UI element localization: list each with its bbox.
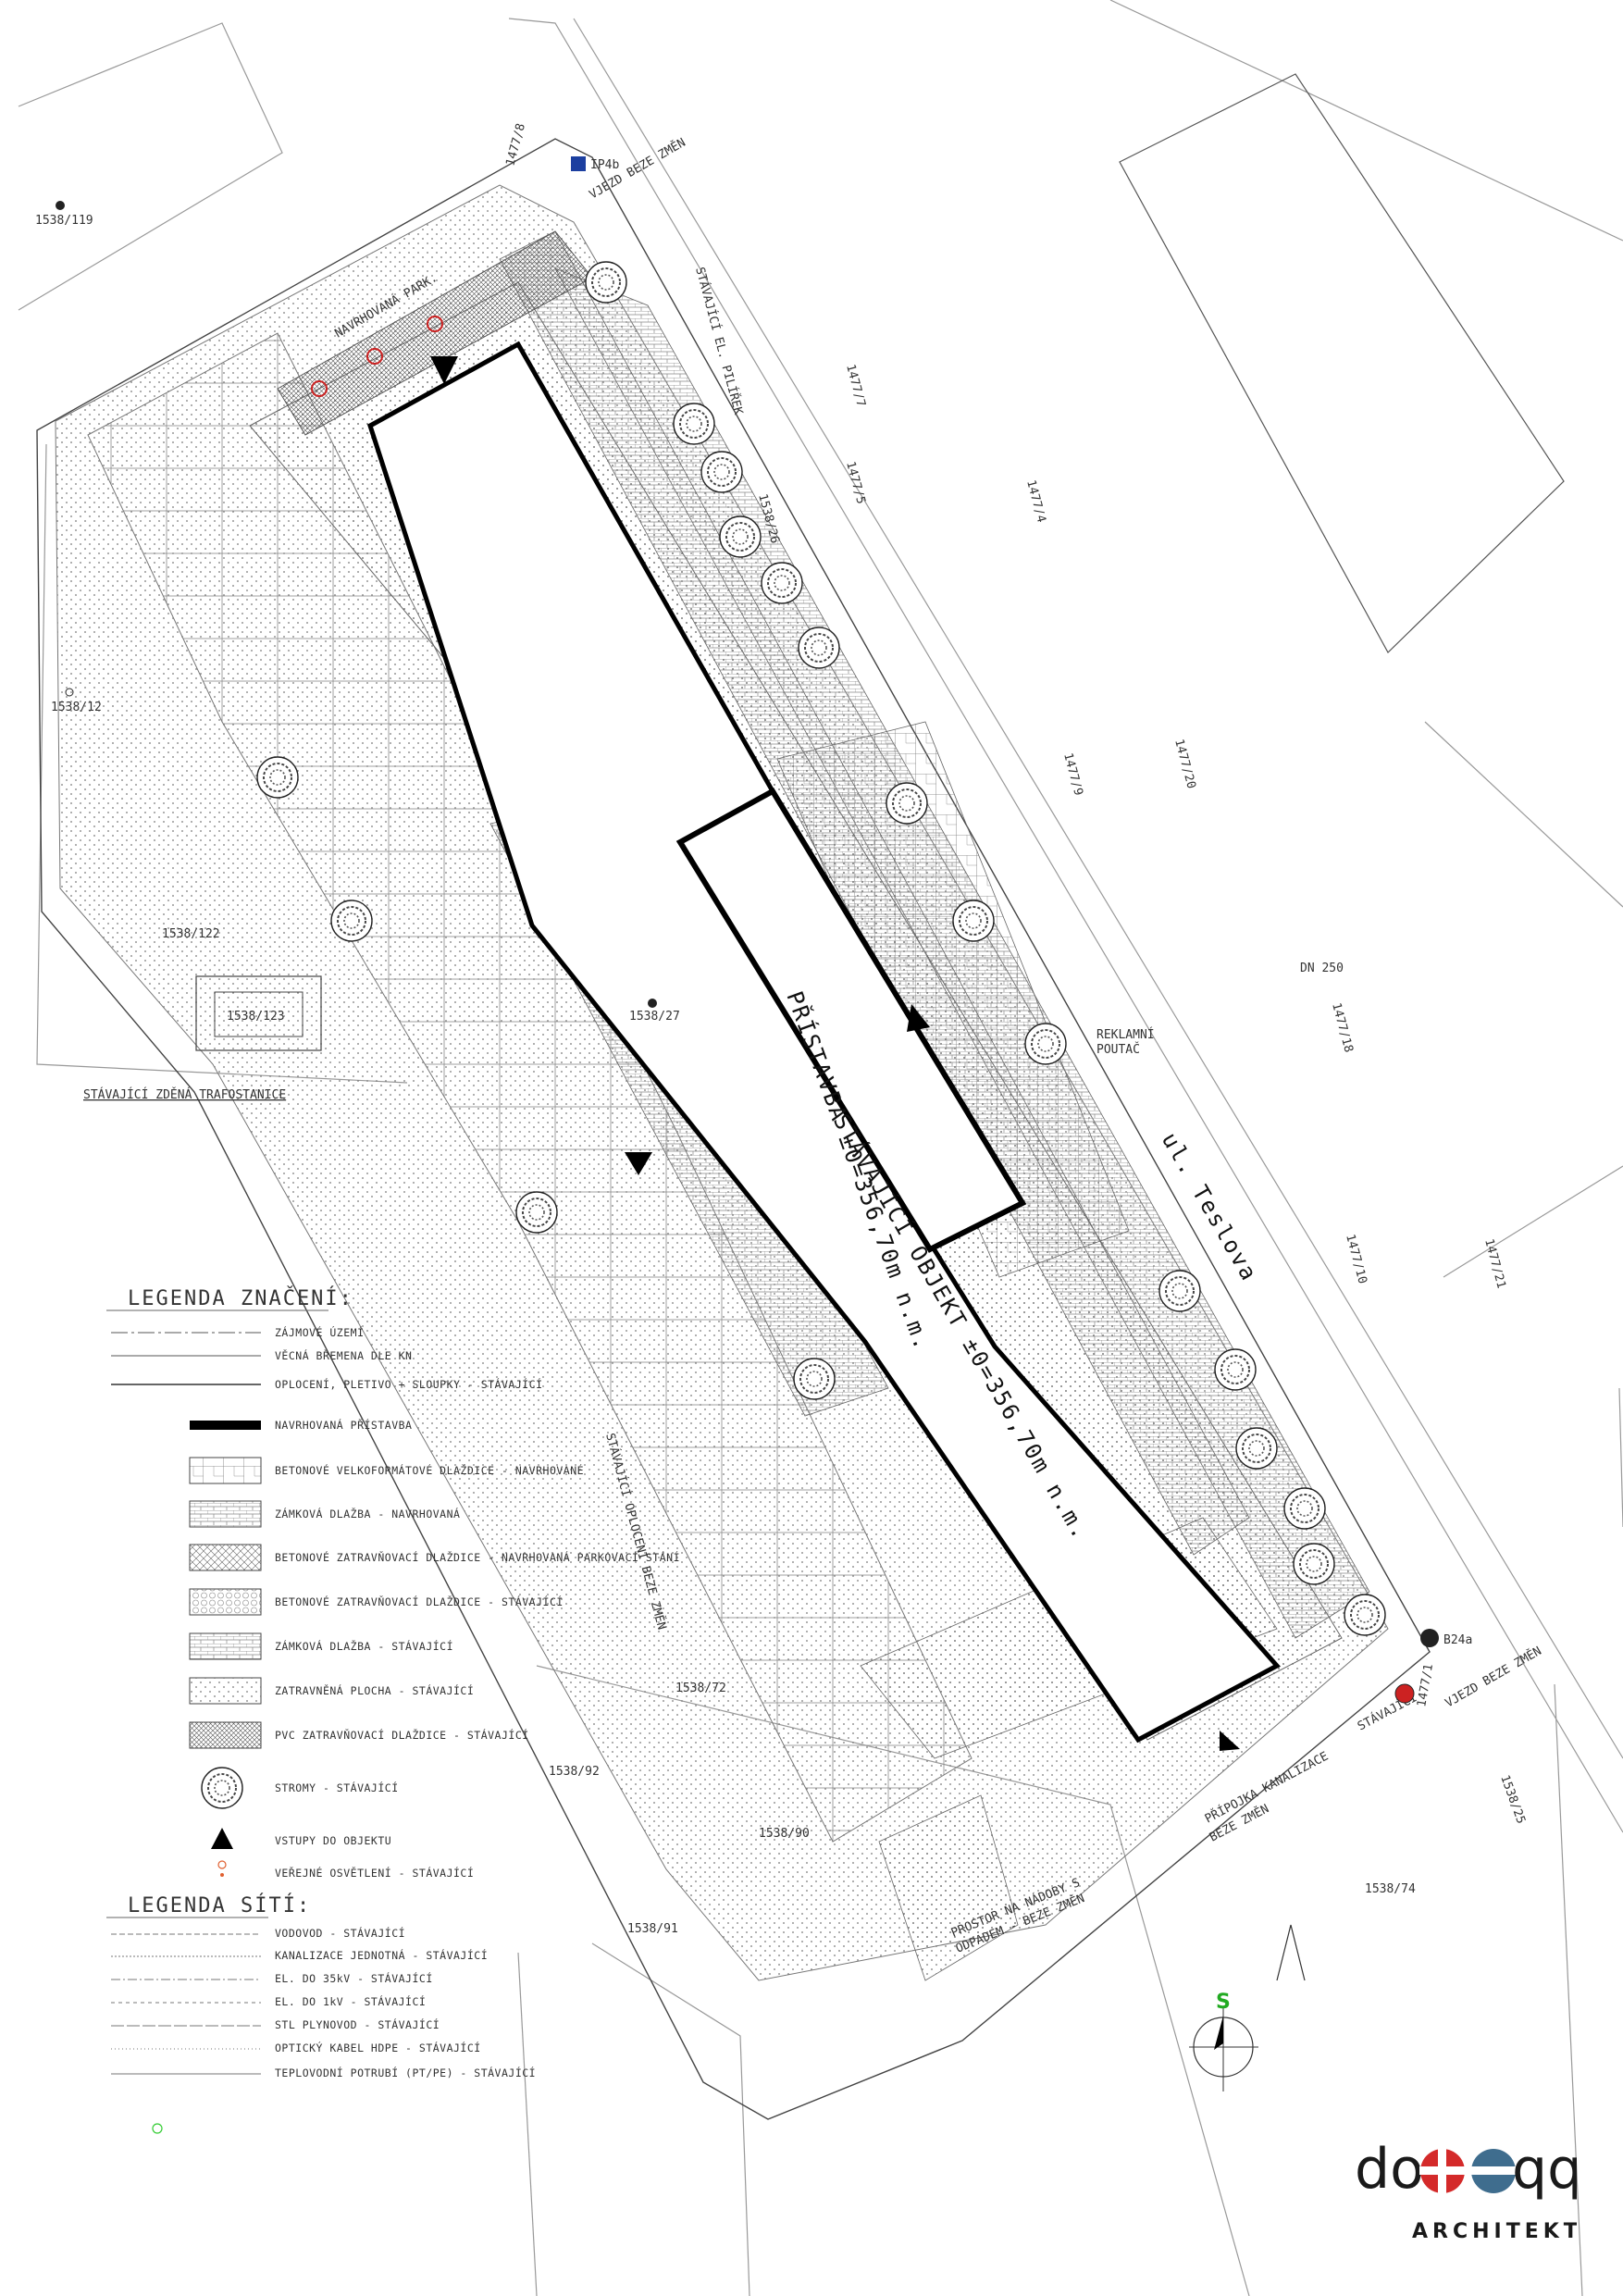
plot-boundary (36, 138, 1431, 2120)
sign-b24a-icon (1420, 1629, 1439, 1647)
legend-item-5: ZÁMKOVÁ DLAŽBA - NAVRHOVANÁ (275, 1507, 460, 1520)
legend-item-9: ZATRAVNĚNÁ PLOCHA - STÁVAJÍCÍ (275, 1683, 474, 1697)
legend-swatch-7 (189, 1588, 262, 1616)
parcel-1538-123: 1538/123 (227, 1010, 285, 1024)
logo-subtitle: ARCHITEKTI (1412, 2220, 1577, 2243)
legend-item-13: VEŘEJNÉ OSVĚTLENÍ - STÁVAJÍCÍ (275, 1866, 474, 1880)
parcel-1477-9: 1477/9 (1060, 751, 1085, 797)
parcel-1538-25: 1538/25 (1497, 1773, 1528, 1826)
entrance-arrows (430, 356, 1240, 1751)
sign-b24a-label: B24a (1443, 1633, 1472, 1647)
parcel-1538-90: 1538/90 (759, 1827, 810, 1841)
parcel-1538-74: 1538/74 (1365, 1882, 1416, 1896)
no-entry-sign-icon (1394, 1683, 1415, 1704)
logo-word-left: do (1355, 2137, 1424, 2202)
parcel-1477-8: 1477/8 (503, 122, 528, 168)
legend-swatch-9 (189, 1677, 262, 1705)
parcel-1477-7: 1477/7 (843, 363, 868, 408)
parcel-1538-12: 1538/12 (51, 701, 102, 714)
parcel-1538-119: 1538/119 (35, 214, 93, 228)
legend-site-item-0: VODOVOD - STÁVAJÍCÍ (275, 1926, 405, 1940)
legend-item-2: OPLOCENÍ, PLETIVO + SLOUPKY - STÁVAJÍCÍ (275, 1377, 543, 1391)
parking-icons (311, 316, 443, 397)
parcel-1538-91: 1538/91 (627, 1922, 678, 1936)
legend-swatch-8 (189, 1632, 262, 1660)
background-plot-lines (18, 0, 1623, 2296)
parcel-1477-4: 1477/4 (1023, 478, 1048, 524)
existing-building (366, 341, 1281, 1744)
trafo-label: STÁVAJÍCÍ ZDĚNÁ TRAFOSTANICE (83, 1087, 286, 1102)
parcel-1538-92: 1538/92 (549, 1765, 600, 1779)
legend: LEGENDA ZNAČENÍ: ZÁJMOVÉ ÚZEMÍ VĚCNÁ BŘE… (106, 1286, 680, 1880)
legend-site-item-5: OPTICKÝ KABEL HDPE - STÁVAJÍCÍ (275, 2041, 481, 2054)
logo-word-right: qq (1512, 2137, 1577, 2202)
survey-point-icon (152, 2123, 163, 2134)
legend-site-title: LEGENDA SÍTÍ: (128, 1893, 311, 1917)
legend-swatch-3 (190, 1421, 261, 1430)
parcel-1477-10: 1477/10 (1343, 1233, 1369, 1285)
legend-swatch-13 (217, 1860, 227, 1877)
legend-swatch-11 (201, 1767, 243, 1809)
legend-item-1: VĚCNÁ BŘEMENA DLE KN (275, 1348, 412, 1362)
parcel-1477-21: 1477/21 (1481, 1237, 1508, 1290)
legend-site-item-3: EL. DO 1kV - STÁVAJÍCÍ (275, 1994, 426, 2008)
legend-item-10: PVC ZATRAVŇOVACÍ DLAŽDICE - STÁVAJÍCÍ (275, 1728, 529, 1742)
legend-site-item-4: STL PLYNOVOD - STÁVAJÍCÍ (275, 2017, 440, 2031)
legend-item-3: NAVRHOVANÁ PŘÍSTAVBA (275, 1418, 412, 1432)
parcel-1538-27: 1538/27 (629, 1010, 680, 1024)
sign-ip4b-label: IP4b (590, 158, 619, 172)
legend-swatch-6 (189, 1544, 262, 1571)
legend-site-item-1: KANALIZACE JEDNOTNÁ - STÁVAJÍCÍ (275, 1948, 488, 1962)
parcel-1538-122: 1538/122 (162, 927, 220, 941)
legend-item-6: BETONOVÉ ZATRAVŇOVACÍ DLAŽDICE - NAVRHOV… (275, 1550, 680, 1564)
billboard-label-2: POUTAČ (1096, 1042, 1140, 1057)
legend-item-12: VSTUPY DO OBJEKTU (275, 1834, 391, 1847)
legend-item-4: BETONOVÉ VELKOFORMÁTOVÉ DLAŽDICE - NAVRH… (275, 1463, 584, 1477)
proposed-extension (675, 787, 1027, 1253)
legend-swatch-5 (189, 1500, 262, 1528)
legend-site-item-2: EL. DO 35kV - STÁVAJÍCÍ (275, 1971, 433, 1985)
north-label: S (1216, 1991, 1231, 2014)
parcel-1477-5: 1477/5 (843, 460, 868, 505)
legend-networks: LEGENDA SÍTÍ: VODOVOD - STÁVAJÍCÍ KANALI… (106, 1893, 536, 2079)
north-arrow: S (1189, 1924, 1306, 2091)
legend-item-0: ZÁJMOVÉ ÚZEMÍ (275, 1325, 365, 1339)
transformer-station (195, 975, 322, 1051)
company-logo: do qq ARCHITEKTI (1355, 2137, 1577, 2243)
legend-swatch-4 (189, 1457, 262, 1484)
legend-swatch-10 (189, 1721, 262, 1749)
legend-item-8: ZÁMKOVÁ DLAŽBA - STÁVAJÍCÍ (275, 1639, 453, 1653)
legend-swatch-12 (211, 1828, 233, 1849)
legend-item-11: STROMY - STÁVAJÍCÍ (275, 1781, 399, 1794)
el-pillar-label: STÁVAJÍCÍ EL. PILÍŘEK (692, 266, 746, 416)
entry-bottom-label: VJEZD BEZE ZMĚN (1443, 1644, 1544, 1711)
sign-ip4b-icon (571, 156, 586, 171)
parcel-1477-20: 1477/20 (1171, 738, 1198, 790)
pipe-dn-label: DN 250 (1300, 962, 1344, 975)
legend-title: LEGENDA ZNAČENÍ: (128, 1286, 353, 1310)
parcel-1538-72: 1538/72 (675, 1682, 726, 1695)
billboard-label-1: REKLAMNÍ (1096, 1027, 1155, 1042)
legend-item-7: BETONOVÉ ZATRAVŇOVACÍ DLAŽDICE - STÁVAJÍ… (275, 1595, 564, 1608)
legend-site-item-6: TEPLOVODNÍ POTRUBÍ (PT/PE) - STÁVAJÍCÍ (275, 2066, 536, 2079)
parcel-1477-18: 1477/18 (1329, 1001, 1356, 1054)
